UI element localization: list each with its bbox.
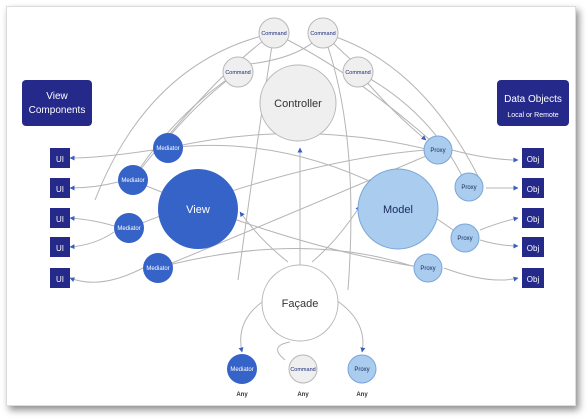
view-components-line-1: View bbox=[46, 91, 68, 102]
model-node: Model bbox=[357, 168, 439, 250]
mediator-node: Mediator bbox=[153, 133, 183, 163]
data-objects-header: Data Objects Local or Remote bbox=[497, 80, 569, 126]
svg-text:UI: UI bbox=[56, 215, 64, 224]
proxy-node: Proxy bbox=[450, 223, 480, 253]
svg-text:Obj: Obj bbox=[527, 244, 540, 253]
command-nodes: Command Command Command Command bbox=[222, 17, 374, 88]
mediator-node: Mediator bbox=[227, 354, 257, 384]
svg-text:Proxy: Proxy bbox=[420, 266, 435, 272]
obj-box: Obj bbox=[522, 148, 544, 168]
mediator-node: Mediator bbox=[114, 213, 144, 243]
view-label: View bbox=[186, 204, 210, 216]
ui-box: UI bbox=[50, 178, 70, 198]
facade-node: Façade bbox=[261, 264, 339, 342]
controller-label: Controller bbox=[274, 98, 322, 110]
obj-box: Obj bbox=[522, 268, 544, 288]
command-node: Command bbox=[342, 56, 374, 88]
svg-text:Proxy: Proxy bbox=[354, 367, 369, 373]
ui-boxes: UI UI UI UI UI bbox=[50, 148, 70, 288]
view-components-header: View Components bbox=[22, 80, 92, 126]
proxy-node: Proxy bbox=[347, 354, 377, 384]
any-label-command: Any bbox=[297, 392, 309, 398]
svg-text:UI: UI bbox=[56, 244, 64, 253]
svg-text:Obj: Obj bbox=[527, 155, 540, 164]
svg-text:Obj: Obj bbox=[527, 185, 540, 194]
svg-text:Proxy: Proxy bbox=[430, 148, 445, 154]
command-node: Command bbox=[307, 17, 339, 49]
proxy-node: Proxy bbox=[423, 135, 453, 165]
svg-text:Command: Command bbox=[225, 70, 250, 76]
svg-text:Mediator: Mediator bbox=[117, 226, 140, 232]
svg-text:Obj: Obj bbox=[527, 215, 540, 224]
controller-node: Controller bbox=[259, 64, 337, 142]
svg-text:Mediator: Mediator bbox=[156, 146, 179, 152]
svg-text:UI: UI bbox=[56, 185, 64, 194]
model-label: Model bbox=[383, 204, 413, 216]
svg-text:Obj: Obj bbox=[527, 275, 540, 284]
svg-text:Command: Command bbox=[290, 367, 315, 373]
any-label-mediator: Any bbox=[236, 392, 248, 398]
svg-text:Mediator: Mediator bbox=[121, 178, 144, 184]
obj-box: Obj bbox=[522, 178, 544, 198]
svg-text:UI: UI bbox=[56, 275, 64, 284]
ui-box: UI bbox=[50, 208, 70, 228]
svg-text:Command: Command bbox=[261, 31, 286, 37]
svg-text:UI: UI bbox=[56, 155, 64, 164]
data-objects-title: Data Objects bbox=[504, 94, 562, 105]
svg-text:Proxy: Proxy bbox=[457, 236, 472, 242]
proxy-node: Proxy bbox=[413, 253, 443, 283]
any-labels: Any Any Any bbox=[236, 392, 368, 398]
svg-text:Proxy: Proxy bbox=[461, 185, 476, 191]
svg-text:Mediator: Mediator bbox=[146, 266, 169, 272]
obj-box: Obj bbox=[522, 208, 544, 228]
svg-text:Command: Command bbox=[310, 31, 335, 37]
mediator-node: Mediator bbox=[143, 253, 173, 283]
ui-box: UI bbox=[50, 268, 70, 288]
data-objects-subtitle: Local or Remote bbox=[507, 112, 558, 119]
obj-box: Obj bbox=[522, 237, 544, 257]
proxy-nodes: Proxy Proxy Proxy Proxy Proxy bbox=[347, 135, 484, 384]
proxy-node: Proxy bbox=[454, 172, 484, 202]
any-label-proxy: Any bbox=[356, 392, 368, 398]
command-node-bottom: Command bbox=[288, 354, 318, 384]
svg-text:Command: Command bbox=[345, 70, 370, 76]
mediator-nodes: Mediator Mediator Mediator Mediator Medi… bbox=[114, 133, 257, 384]
view-node: View bbox=[158, 169, 238, 249]
facade-label: Façade bbox=[282, 298, 319, 310]
command-node: Command bbox=[258, 17, 290, 49]
mediator-node: Mediator bbox=[118, 165, 148, 195]
svg-text:Mediator: Mediator bbox=[230, 367, 253, 373]
view-components-line-2: Components bbox=[29, 105, 86, 116]
ui-box: UI bbox=[50, 237, 70, 257]
obj-boxes: Obj Obj Obj Obj Obj bbox=[522, 148, 544, 288]
command-node: Command bbox=[222, 56, 254, 88]
ui-box: UI bbox=[50, 148, 70, 168]
